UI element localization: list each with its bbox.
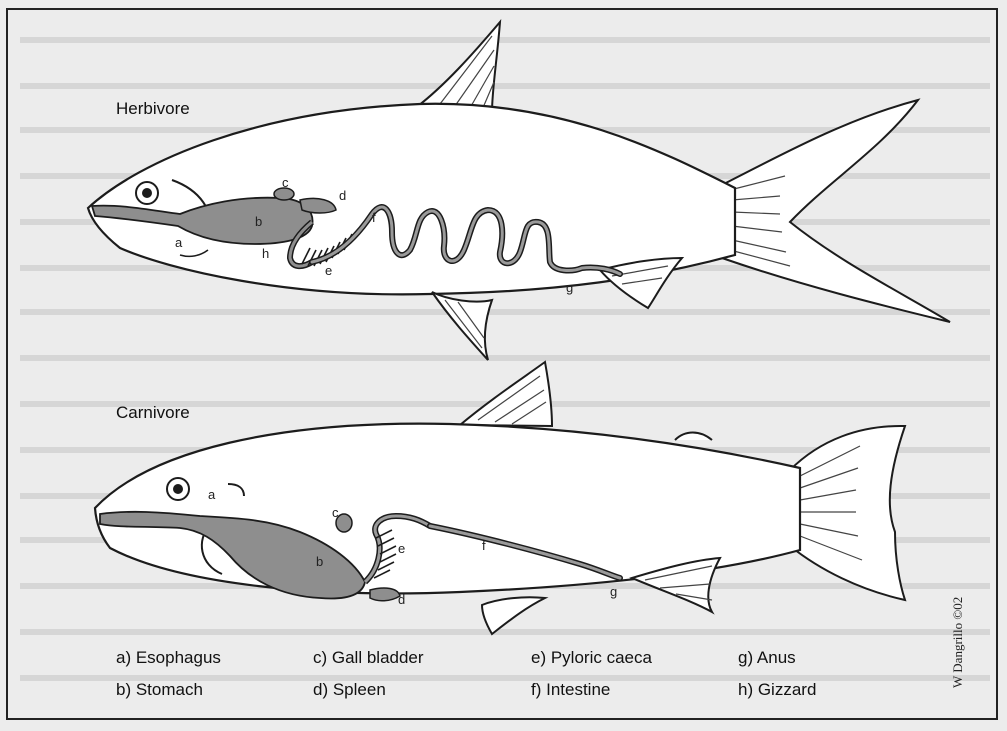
herbivore-label-b: b: [255, 214, 262, 229]
carnivore-label-a: a: [208, 487, 216, 502]
herbivore-label-d: d: [339, 188, 346, 203]
herbivore-dorsal-fin: [418, 22, 500, 112]
legend-item-d: d) Spleen: [313, 680, 386, 699]
legend-item-h: h) Gizzard: [738, 680, 816, 699]
carnivore-label-b: b: [316, 554, 323, 569]
herbivore-fish: Herbivore a b c d e f g h: [88, 22, 950, 360]
herbivore-label-f: f: [372, 210, 376, 225]
carnivore-label-e: e: [398, 541, 405, 556]
carnivore-spleen: [370, 588, 400, 601]
legend-item-f: f) Intestine: [531, 680, 610, 699]
herbivore-label-a: a: [175, 235, 183, 250]
herbivore-label-e: e: [325, 263, 332, 278]
carnivore-title: Carnivore: [116, 403, 190, 422]
herbivore-title: Herbivore: [116, 99, 190, 118]
legend-item-a: a) Esophagus: [116, 648, 221, 667]
herbivore-label-h: h: [262, 246, 269, 261]
carnivore-pelvic-fin: [482, 597, 545, 634]
herbivore-label-c: c: [282, 175, 289, 190]
legend-item-b: b) Stomach: [116, 680, 203, 699]
legend-item-g: g) Anus: [738, 648, 796, 667]
herbivore-pelvic-fin: [432, 292, 492, 360]
artist-signature: W Dangrillo ©02: [950, 597, 965, 688]
carnivore-label-g: g: [610, 584, 617, 599]
herbivore-tail-fin: [722, 100, 950, 322]
legend-item-c: c) Gall bladder: [313, 648, 424, 667]
herbivore-label-g: g: [566, 280, 573, 295]
legend: a) Esophagus b) Stomach c) Gall bladder …: [116, 648, 816, 699]
legend-item-e: e) Pyloric caeca: [531, 648, 652, 667]
carnivore-label-f: f: [482, 538, 486, 553]
carnivore-label-d: d: [398, 592, 405, 607]
carnivore-fish: Carnivore a b c d e f g: [95, 362, 905, 634]
carnivore-label-c: c: [332, 505, 339, 520]
